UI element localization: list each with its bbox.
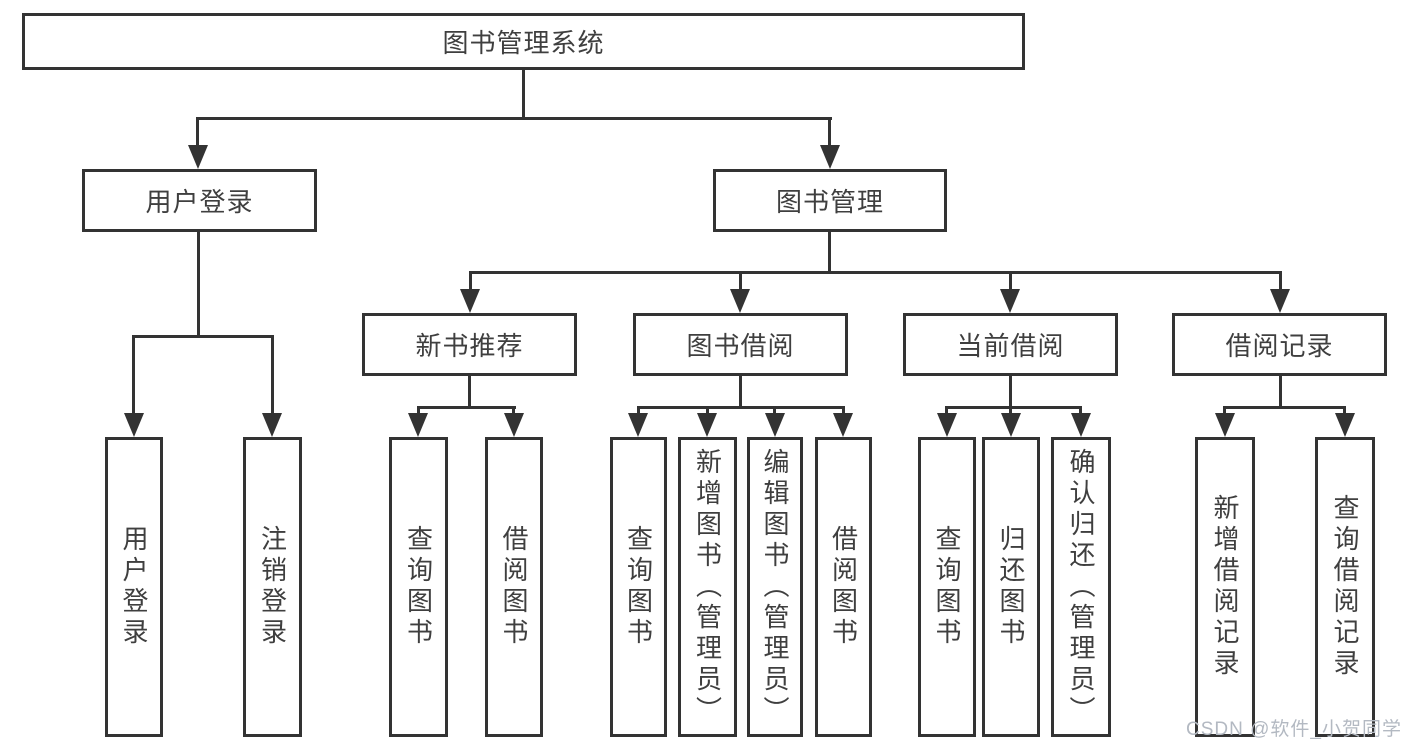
leaf-edit-book-admin-label: 编辑图书（管理员） [760, 447, 790, 727]
connector-bar [469, 271, 1282, 274]
leaf-query-borrow-record: 查询借阅记录 [1315, 437, 1375, 737]
connector-bar [196, 117, 832, 120]
connector-drop [1079, 406, 1082, 419]
leaf-add-book-admin: 新增图书（管理员） [678, 437, 737, 737]
node-user-login-label: 用户登录 [145, 187, 254, 217]
connector-drop [132, 335, 135, 417]
connector-drop [1009, 406, 1012, 419]
connector-stem [1279, 376, 1282, 409]
node-current-borrowing: 当前借阅 [903, 313, 1118, 376]
node-borrowing-records: 借阅记录 [1172, 313, 1387, 376]
leaf-query-books-current-label: 查询图书 [932, 525, 962, 649]
leaf-confirm-return-admin-label: 确认归还（管理员） [1066, 447, 1096, 727]
connector-stem [468, 376, 471, 409]
connector-bar [945, 406, 1082, 409]
arrow-down-icon [628, 413, 648, 437]
connector-drop [271, 335, 274, 417]
connector-bar [417, 406, 516, 409]
arrow-down-icon [504, 413, 524, 437]
arrow-down-icon [820, 145, 840, 169]
connector-drop [1223, 406, 1226, 419]
connector-drop [773, 406, 776, 419]
arrow-down-icon [730, 289, 750, 313]
connector-stem [828, 232, 831, 273]
arrow-down-icon [1001, 413, 1021, 437]
node-book-management-label: 图书管理 [775, 187, 884, 217]
leaf-query-books-borrowing: 查询图书 [610, 437, 667, 737]
arrow-down-icon [1270, 289, 1290, 313]
connector-drop [196, 117, 199, 147]
leaf-add-borrow-record-label: 新增借阅记录 [1210, 494, 1240, 680]
leaf-add-book-admin-label: 新增图书（管理员） [692, 447, 723, 727]
arrow-down-icon [937, 413, 957, 437]
connector-drop [706, 406, 709, 419]
connector-drop [828, 117, 831, 147]
arrow-down-icon [1000, 289, 1020, 313]
leaf-add-borrow-record: 新增借阅记录 [1195, 437, 1255, 737]
arrow-down-icon [1071, 413, 1091, 437]
arrow-down-icon [188, 145, 208, 169]
leaf-borrow-books-recommend: 借阅图书 [485, 437, 543, 737]
arrow-down-icon [833, 413, 853, 437]
leaf-return-books-label: 归还图书 [996, 525, 1026, 649]
leaf-query-books-borrowing-label: 查询图书 [623, 525, 654, 649]
connector-drop [417, 406, 420, 419]
arrow-down-icon [765, 413, 785, 437]
node-library-system: 图书管理系统 [22, 13, 1025, 70]
node-user-login: 用户登录 [82, 169, 317, 232]
node-book-borrowing-label: 图书借阅 [686, 331, 795, 361]
leaf-query-borrow-record-label: 查询借阅记录 [1330, 494, 1360, 680]
connector-stem [739, 376, 742, 409]
arrow-down-icon [460, 289, 480, 313]
leaf-edit-book-admin: 编辑图书（管理员） [747, 437, 803, 737]
leaf-return-books: 归还图书 [982, 437, 1040, 737]
connector-bar [132, 335, 274, 338]
leaf-borrow-books-borrowing: 借阅图书 [815, 437, 872, 737]
connector-drop [512, 406, 515, 419]
leaf-query-books-current: 查询图书 [918, 437, 976, 737]
watermark: CSDN @软件_小贺同学 [1186, 719, 1402, 740]
connector-drop [739, 271, 742, 293]
connector-bar [1223, 406, 1346, 409]
arrow-down-icon [262, 413, 282, 437]
connector-drop [1009, 271, 1012, 293]
node-book-borrowing: 图书借阅 [633, 313, 848, 376]
connector-drop [637, 406, 640, 419]
connector-stem [197, 232, 200, 337]
arrow-down-icon [1335, 413, 1355, 437]
arrow-down-icon [697, 413, 717, 437]
node-current-borrowing-label: 当前借阅 [956, 331, 1065, 361]
leaf-logout-label: 注销登录 [257, 525, 288, 649]
leaf-logout: 注销登录 [243, 437, 302, 737]
leaf-user-login: 用户登录 [105, 437, 163, 737]
connector-drop [842, 406, 845, 419]
node-new-book-recommendation-label: 新书推荐 [415, 331, 524, 361]
node-borrowing-records-label: 借阅记录 [1225, 331, 1334, 361]
connector-drop [469, 271, 472, 293]
arrow-down-icon [1215, 413, 1235, 437]
node-book-management: 图书管理 [713, 169, 947, 232]
leaf-borrow-books-recommend-label: 借阅图书 [499, 525, 529, 649]
connector-bar [637, 406, 845, 409]
connector-drop [1279, 271, 1282, 293]
connector-drop [1343, 406, 1346, 419]
connector-stem [1009, 376, 1012, 409]
leaf-confirm-return-admin: 确认归还（管理员） [1051, 437, 1111, 737]
node-library-system-label: 图书管理系统 [442, 28, 605, 58]
leaf-user-login-label: 用户登录 [119, 525, 149, 649]
arrow-down-icon [124, 413, 144, 437]
connector-stem [522, 68, 525, 120]
arrow-down-icon [408, 413, 428, 437]
node-new-book-recommendation: 新书推荐 [362, 313, 577, 376]
leaf-borrow-books-borrowing-label: 借阅图书 [828, 525, 859, 649]
leaf-query-books-recommend: 查询图书 [389, 437, 448, 737]
leaf-query-books-recommend-label: 查询图书 [403, 525, 434, 649]
connector-drop [945, 406, 948, 419]
